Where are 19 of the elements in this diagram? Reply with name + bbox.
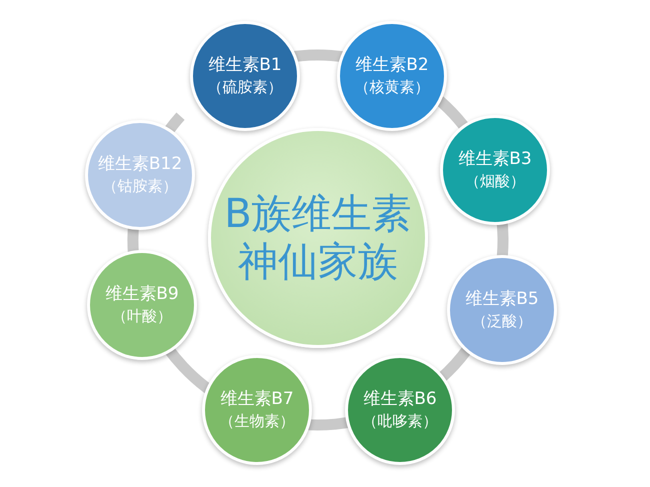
vitamin-alias: （泛酸） xyxy=(472,311,532,332)
vitamin-name: 维生素B1 xyxy=(208,54,282,78)
vitamin-circle xyxy=(202,355,312,465)
vitamin-alias: （叶酸） xyxy=(112,306,172,327)
vitamin-name: 维生素B9 xyxy=(105,283,179,306)
vitamin-name: 维生素B7 xyxy=(220,388,294,412)
vitamin-name: 维生素B6 xyxy=(363,388,437,412)
vitamin-alias: （烟酸） xyxy=(465,171,525,192)
vitamin-alias: （钴胺素） xyxy=(102,176,178,197)
vitamin-name: 维生素B5 xyxy=(465,288,539,312)
vitamin-alias: （生物素） xyxy=(220,411,294,432)
vitamin-name: 维生素B2 xyxy=(355,54,429,78)
vitamin-name: 维生素B12 xyxy=(98,153,182,176)
vitamin-alias: （核黄素） xyxy=(354,77,430,98)
vitamin-alias: （吡哆素） xyxy=(362,411,438,432)
title-text: 神仙家族 xyxy=(238,238,398,286)
vitamin-name: 维生素B3 xyxy=(458,148,532,172)
title-text: B族维生素 xyxy=(224,190,412,238)
vitamin-alias: （硫胺素） xyxy=(208,77,282,98)
